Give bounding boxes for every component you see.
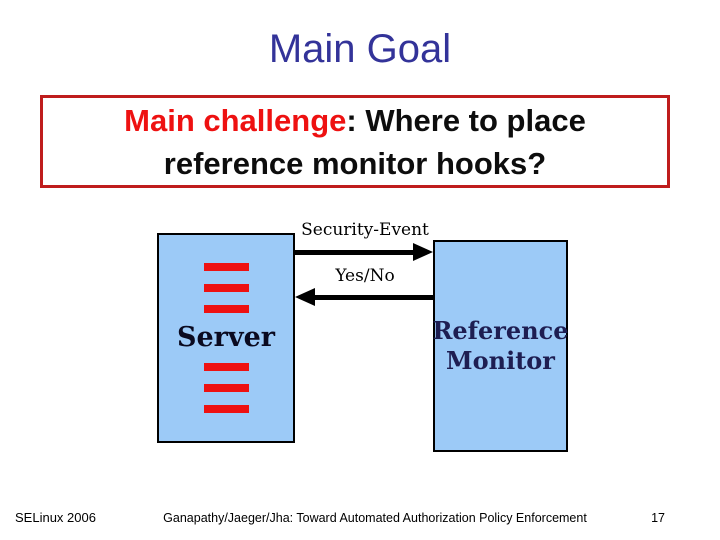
challenge-callout-box: Main challenge: Where to place reference… — [40, 95, 670, 188]
server-label: Server — [177, 322, 275, 353]
yes-no-label: Yes/No — [335, 266, 395, 286]
challenge-line2: reference monitor hooks? — [163, 145, 547, 181]
reference-monitor-box: Reference Monitor — [432, 240, 569, 452]
footer-page-number: 17 — [651, 511, 665, 525]
challenge-text: Main challenge: Where to place reference… — [124, 99, 586, 185]
server-box: Server — [157, 233, 295, 443]
challenge-highlight: Main challenge — [124, 102, 347, 138]
reference-monitor-label: Reference Monitor — [432, 316, 569, 375]
hook-dash — [203, 405, 249, 413]
hook-dash — [203, 263, 249, 271]
hook-dash — [203, 305, 249, 313]
arrow-right-line — [295, 250, 415, 255]
arrow-right-head-icon — [413, 243, 433, 261]
security-event-label: Security-Event — [301, 220, 429, 240]
arrow-left-head-icon — [295, 288, 315, 306]
footer-credit: Ganapathy/Jaeger/Jha: Toward Automated A… — [163, 511, 587, 525]
footer-venue: SELinux 2006 — [15, 510, 96, 525]
challenge-rest-line1: : Where to place — [346, 102, 586, 138]
hook-dash — [203, 284, 249, 292]
hook-dash — [203, 384, 249, 392]
arrow-left-line — [315, 295, 433, 300]
hook-dash — [203, 363, 249, 371]
slide-title: Main Goal — [268, 27, 452, 71]
